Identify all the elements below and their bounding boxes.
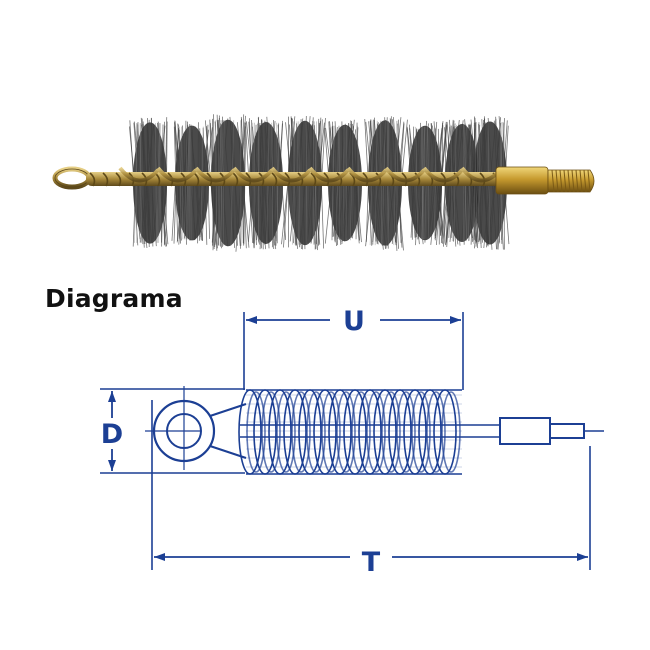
bristle-clump <box>468 116 510 250</box>
tip-body <box>499 417 551 445</box>
dimension-u-label: U <box>343 306 365 337</box>
dimension-d-label: D <box>101 419 123 450</box>
bristle-coils <box>238 389 462 475</box>
tip-thread <box>549 423 585 439</box>
diagram-heading: Diagrama <box>45 284 183 313</box>
loop-neck <box>209 403 247 459</box>
threaded-tip <box>495 166 595 195</box>
dimension-t-label: T <box>362 547 381 578</box>
